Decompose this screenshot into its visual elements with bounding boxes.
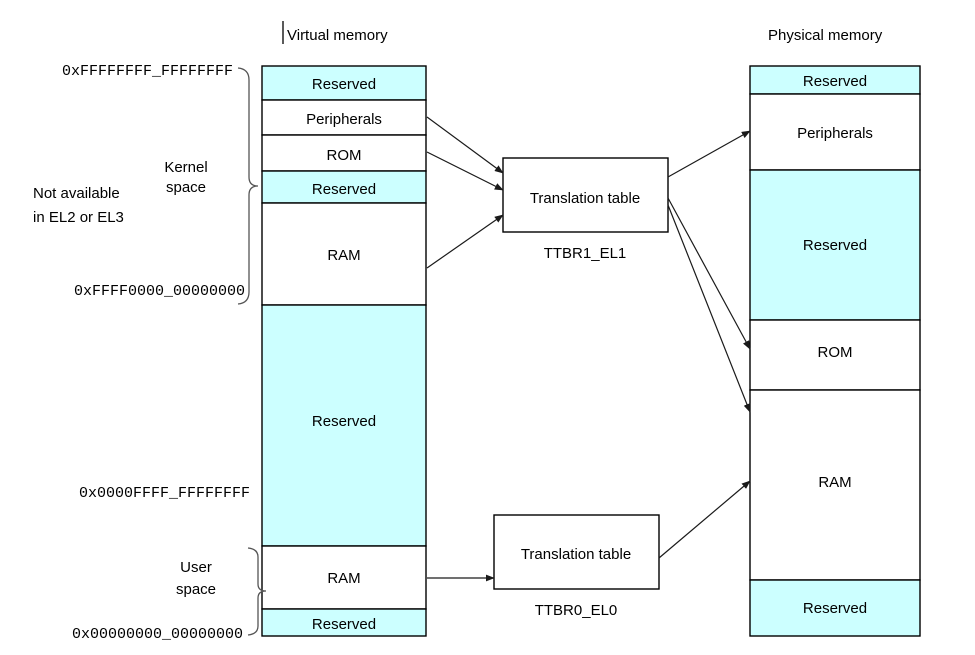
- physical-memory-column: Reserved Peripherals Reserved ROM RAM Re…: [749, 65, 921, 637]
- arrow-ttbr0-to-ram: [658, 480, 751, 559]
- arrow-ttbr1-to-rom: [667, 197, 751, 350]
- virtual-band-1-rect: [261, 99, 427, 136]
- arrow-peripherals-to-ttbr1: [426, 116, 504, 174]
- virtual-memory-title-group: Virtual memory: [282, 21, 388, 44]
- virtual-band-2-label: ROM: [327, 147, 362, 164]
- kernel-space-label-line1: Kernel: [164, 159, 207, 176]
- translation-table-ttbr1-box[interactable]: [502, 157, 669, 233]
- physical-band-0-label: Reserved: [803, 73, 867, 90]
- address-label-top: 0xFFFFFFFF_FFFFFFFF: [62, 63, 233, 80]
- address-label-bottom: 0x00000000_00000000: [72, 626, 243, 643]
- physical-band-2-label: Reserved: [803, 237, 867, 254]
- translation-table-ttbr1-group[interactable]: Translation table TTBR1_EL1: [502, 157, 669, 262]
- user-space-label-line1: User: [180, 559, 212, 576]
- kernel-space-brace: [237, 67, 259, 305]
- translation-table-ttbr1-caption: TTBR1_EL1: [544, 245, 627, 262]
- availability-note-line1: Not available: [33, 185, 120, 202]
- virtual-memory-column: Reserved Peripherals ROM Reserved RAM Re…: [261, 65, 427, 637]
- virtual-band-5-label: Reserved: [312, 413, 376, 430]
- arrow-rom-to-ttbr1: [426, 151, 504, 191]
- virtual-band-0-label: Reserved: [312, 76, 376, 93]
- translation-table-ttbr0-caption: TTBR0_EL0: [535, 602, 618, 619]
- virtual-band-3-label: Reserved: [312, 181, 376, 198]
- physical-band-0-rect: [749, 65, 921, 95]
- physical-band-5-label: Reserved: [803, 600, 867, 617]
- physical-band-3-label: ROM: [818, 344, 853, 361]
- physical-band-3-rect: [749, 319, 921, 391]
- arrow-ttbr1-to-ram: [667, 204, 751, 413]
- virtual-band-4-rect: [261, 202, 427, 306]
- arrow-ttbr1-to-peripherals: [667, 130, 751, 178]
- translation-table-ttbr0-group[interactable]: Translation table TTBR0_EL0: [493, 514, 660, 619]
- virtual-band-4-label: RAM: [327, 247, 360, 264]
- address-label-kernel-base: 0xFFFF0000_00000000: [74, 283, 245, 300]
- address-label-user-top: 0x0000FFFF_FFFFFFFF: [79, 485, 250, 502]
- virtual-band-7-label: Reserved: [312, 616, 376, 633]
- physical-band-1-rect: [749, 93, 921, 171]
- availability-note-line2: in EL2 or EL3: [33, 209, 124, 226]
- virtual-band-6-rect: [261, 545, 427, 610]
- translation-table-ttbr0-box[interactable]: [493, 514, 660, 590]
- virtual-memory-title: Virtual memory: [287, 27, 388, 44]
- physical-band-4-label: RAM: [818, 474, 851, 491]
- user-space-brace: [247, 547, 267, 636]
- user-space-label-line2: space: [176, 581, 216, 598]
- translation-table-ttbr0-label: Translation table: [521, 546, 631, 563]
- physical-band-2-rect: [749, 169, 921, 321]
- physical-band-5-rect: [749, 579, 921, 637]
- virtual-band-7-rect: [261, 608, 427, 637]
- physical-memory-title: Physical memory: [768, 27, 883, 44]
- physical-band-1-label: Peripherals: [797, 125, 873, 142]
- virtual-band-6-label: RAM: [327, 570, 360, 587]
- translation-table-ttbr1-label: Translation table: [530, 190, 640, 207]
- kernel-space-label-line2: space: [166, 179, 206, 196]
- arrow-ram-to-ttbr1: [426, 214, 504, 269]
- virtual-band-5-rect: [261, 304, 427, 547]
- virtual-band-1-label: Peripherals: [306, 111, 382, 128]
